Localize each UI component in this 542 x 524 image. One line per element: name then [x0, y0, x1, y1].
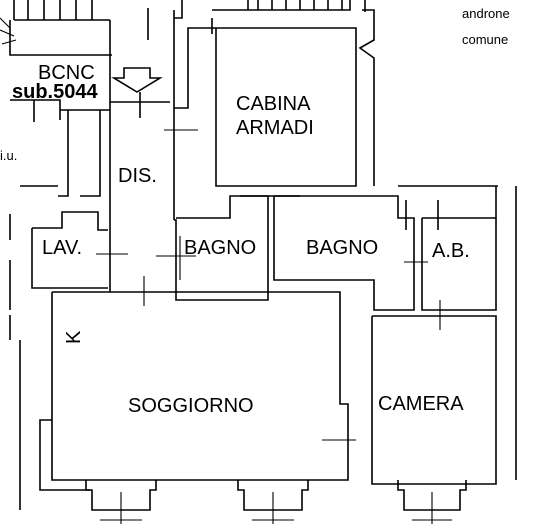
bagno-left-walls [156, 195, 269, 301]
comune-label: comune [462, 32, 508, 47]
dis-label: DIS. [118, 165, 157, 187]
stair-hatching [0, 0, 110, 45]
iu-label: i.u. [0, 148, 17, 163]
ab-label: A.B. [432, 240, 470, 262]
bcnc-label: BCNC [38, 62, 95, 84]
corridor-walls [109, 0, 216, 292]
soggiorno-label: SOGGIORNO [128, 395, 254, 417]
soggiorno-walls [9, 276, 356, 510]
window-left [85, 480, 157, 524]
arrow-down-icon [111, 67, 163, 93]
androne-label: androne [462, 6, 510, 21]
cabina-armadi-walls [212, 0, 375, 197]
camera-walls [371, 186, 517, 485]
k-label: K [63, 330, 85, 344]
bagno-right-walls [273, 185, 498, 330]
lav-walls [9, 211, 128, 310]
lav-label: LAV. [42, 237, 82, 259]
armadi-label: ARMADI [236, 117, 314, 139]
camera-label: CAMERA [378, 393, 464, 415]
bagno-left-label: BAGNO [184, 237, 256, 259]
bcnc-sub-label: sub.5044 [12, 81, 98, 103]
bagno-right-label: BAGNO [306, 237, 378, 259]
window-right [397, 480, 467, 524]
window-middle [237, 480, 309, 524]
cabina-label: CABINA [236, 93, 311, 115]
